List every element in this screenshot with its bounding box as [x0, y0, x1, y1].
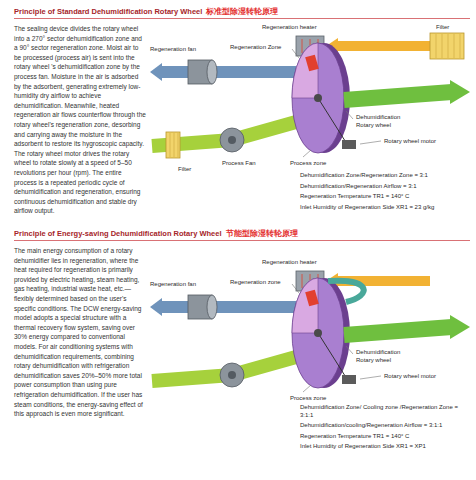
spec-text: Dehumidification/Regeneration Airflow = …: [300, 183, 417, 191]
part-label: Regeneration fan: [150, 281, 196, 289]
spec-text: Regeneration Temperature TR1 = 140° C: [300, 433, 409, 441]
filter-pleats: [170, 133, 178, 157]
part-label: Filter: [178, 166, 191, 174]
heading-rule: [14, 240, 470, 241]
standard-wheel-unit: [150, 36, 470, 157]
part-label: Regeneration Zone: [230, 44, 281, 52]
filter: [166, 132, 180, 158]
part-label: Dehumidification Rotary wheel: [356, 114, 412, 129]
filter-pleats: [436, 34, 460, 58]
section-heading: Principle of Energy-saving Dehumidificat…: [14, 229, 222, 238]
section-heading: Principle of Standard Dehumidification R…: [14, 7, 202, 16]
body-text: The main energy consumption of a rotary …: [14, 246, 146, 419]
heat-recovery-air: [328, 281, 364, 302]
part-label: Process zone: [290, 395, 326, 403]
spec-text: Inlet Humidity of Regeneration Side XR1 …: [300, 443, 426, 451]
spec-text: Regeneration Temperature TR1 = 140° C: [300, 193, 409, 201]
body-text: The sealing device divides the rotary wh…: [14, 24, 146, 216]
filter: [430, 33, 464, 59]
part-label: Regeneration heater: [262, 24, 317, 32]
part-label: Rotary wheel motor: [384, 373, 436, 381]
part-label: Process zone: [290, 160, 326, 168]
part-label: Regeneration fan: [150, 46, 196, 54]
spec-text: Inlet Humidity of Regeneration Side XR1 …: [300, 204, 434, 212]
section-heading-chinese: 标准型除湿转轮原理: [206, 7, 278, 16]
part-label: Dehumidification Rotary wheel: [356, 349, 412, 364]
part-label: Regeneration heater: [262, 259, 317, 267]
part-label: Regeneration zone: [230, 279, 281, 287]
part-label: Filter: [436, 24, 449, 32]
spec-text: Dehumidification Zone/Regeneration Zone …: [300, 172, 428, 180]
section-heading-chinese: 节能型除湿转轮原理: [226, 229, 298, 238]
heading-rule: [14, 18, 470, 19]
part-label: Process Fan: [222, 160, 256, 168]
spec-text: Dehumidification/cooling/Regeneration Ai…: [300, 422, 442, 430]
spec-text: Dehumidification Zone/ Cooling zone /Reg…: [300, 404, 466, 419]
part-label: Rotary wheel motor: [384, 138, 436, 146]
energy-saving-wheel-unit: [150, 271, 470, 392]
